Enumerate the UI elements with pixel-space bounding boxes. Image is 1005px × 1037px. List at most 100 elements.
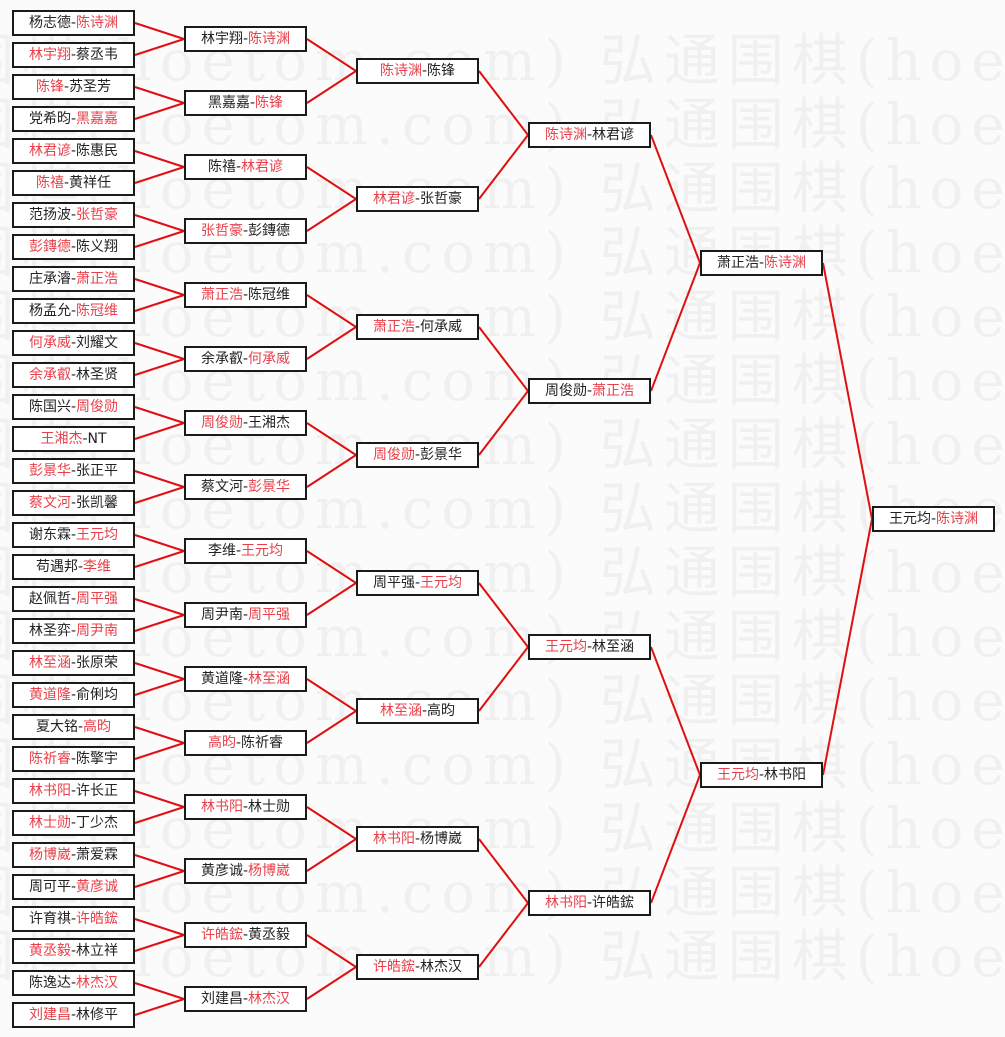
player-b: 李维 <box>83 559 112 575</box>
player-a: 杨孟允 <box>28 303 71 319</box>
separator: - <box>414 319 421 335</box>
match-box: 李维-王元均 <box>184 538 307 564</box>
separator: - <box>70 527 77 543</box>
separator: - <box>63 79 70 95</box>
player-b: 杨博崴 <box>248 863 291 879</box>
match-box: 蔡文河-张凯馨 <box>12 490 135 516</box>
match-box: 刘建昌-林修平 <box>12 1002 135 1028</box>
separator: - <box>242 287 249 303</box>
player-a: 黑嘉嘉 <box>207 95 250 111</box>
separator: - <box>235 735 242 751</box>
match-box: 许育祺-许皓鋐 <box>12 906 135 932</box>
separator: - <box>242 351 249 367</box>
player-a: 李维 <box>207 543 236 559</box>
player-a: 萧正浩 <box>716 255 759 271</box>
separator: - <box>249 95 256 111</box>
player-b: 林杰汉 <box>420 959 463 975</box>
player-a: 杨博崴 <box>28 847 71 863</box>
connector-line <box>134 742 185 760</box>
player-a: 林士勋 <box>28 815 71 831</box>
separator: - <box>70 335 77 351</box>
separator: - <box>70 943 77 959</box>
separator: - <box>242 799 249 815</box>
match-box: 林至涵-高昀 <box>356 698 479 724</box>
match-box: 何承威-刘耀文 <box>12 330 135 356</box>
match-box: 杨孟允-陈冠维 <box>12 298 135 324</box>
player-b: 丁少杰 <box>76 815 119 831</box>
player-a: 庄承濬 <box>28 271 71 287</box>
separator: - <box>586 383 593 399</box>
match-box: 林宇翔-蔡丞韦 <box>12 42 135 68</box>
separator: - <box>70 655 77 671</box>
connector-line <box>306 678 357 712</box>
match-box: 周俊勋-彭景华 <box>356 442 479 468</box>
separator: - <box>70 879 77 895</box>
player-b: 高昀 <box>83 719 112 735</box>
player-b: 张哲豪 <box>420 191 463 207</box>
player-b: 杨博崴 <box>420 831 463 847</box>
player-b: 许皓鋐 <box>592 895 635 911</box>
separator: - <box>930 511 937 527</box>
player-b: 许长正 <box>76 783 119 799</box>
player-b: 林杰汉 <box>248 991 291 1007</box>
connector-line <box>134 486 185 504</box>
player-a: 范扬波 <box>28 207 71 223</box>
player-a: 陈诗渊 <box>379 63 422 79</box>
separator: - <box>242 223 249 239</box>
match-box: 余承叡-何承威 <box>184 346 307 372</box>
player-a: 周尹南 <box>200 607 243 623</box>
player-b: 陈擎宇 <box>76 751 119 767</box>
separator: - <box>70 239 77 255</box>
player-a: 彭鏄德 <box>28 239 71 255</box>
match-box: 杨博崴-萧爱霖 <box>12 842 135 868</box>
player-a: 萧正浩 <box>200 287 243 303</box>
connector-line <box>306 198 357 232</box>
player-b: 王元均 <box>420 575 463 591</box>
match-box: 陈禧-黄祥任 <box>12 170 135 196</box>
player-a: 彭景华 <box>28 463 71 479</box>
connector-line <box>306 838 357 872</box>
connector-line <box>306 326 357 360</box>
player-b: 黑嘉嘉 <box>76 111 119 127</box>
separator: - <box>70 143 77 159</box>
match-box: 谢东霖-王元均 <box>12 522 135 548</box>
player-b: 张原荣 <box>76 655 119 671</box>
player-b: 黄丞毅 <box>248 927 291 943</box>
match-box: 黑嘉嘉-陈锋 <box>184 90 307 116</box>
player-a: 王元均 <box>888 511 931 527</box>
player-a: 陈锋 <box>35 79 64 95</box>
connector-line <box>650 646 701 776</box>
connector-line <box>134 598 185 616</box>
player-b: 周平强 <box>76 591 119 607</box>
player-b: 林君谚 <box>592 127 635 143</box>
match-box: 林书阳-杨博崴 <box>356 826 479 852</box>
player-b: 陈冠维 <box>76 303 119 319</box>
player-a: 何承威 <box>28 335 71 351</box>
connector-line <box>134 678 185 696</box>
separator: - <box>758 767 765 783</box>
connector-line <box>134 102 185 120</box>
match-box: 杨志德-陈诗渊 <box>12 10 135 36</box>
connector-line <box>306 454 357 488</box>
player-a: 林书阳 <box>28 783 71 799</box>
player-b: 张哲豪 <box>76 207 119 223</box>
connector-line <box>134 982 185 1000</box>
match-box: 庄承濬-萧正浩 <box>12 266 135 292</box>
connector-line <box>478 582 529 648</box>
match-box: 周俊勋-王湘杰 <box>184 410 307 436</box>
connector-line <box>134 166 185 184</box>
player-a: 陈祈睿 <box>28 751 71 767</box>
match-box: 黄道隆-俞俐均 <box>12 682 135 708</box>
connector-line <box>134 406 185 424</box>
connector-line <box>134 470 185 488</box>
match-box: 陈诗渊-陈锋 <box>356 58 479 84</box>
separator: - <box>586 639 593 655</box>
connector-line <box>134 614 185 632</box>
match-box: 苟遇邦-李维 <box>12 554 135 580</box>
player-a: 夏大铭 <box>35 719 78 735</box>
player-a: 王元均 <box>544 639 587 655</box>
connector-line <box>822 262 873 520</box>
connector-line <box>478 326 529 392</box>
player-a: 王元均 <box>716 767 759 783</box>
